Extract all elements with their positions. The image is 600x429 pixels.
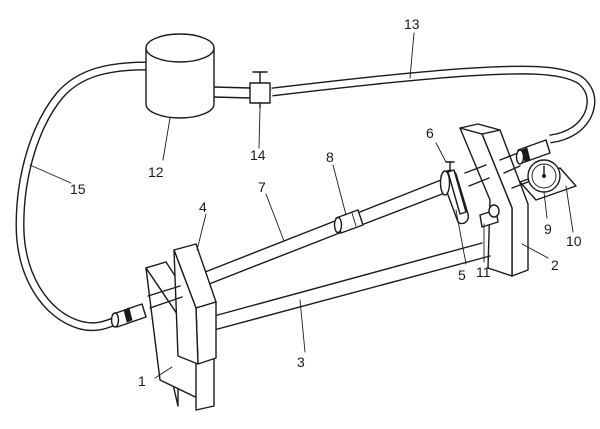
label-10: 10 — [566, 233, 582, 249]
hose-13 — [271, 65, 596, 144]
label-6: 6 — [426, 125, 434, 141]
label-2: 2 — [551, 257, 559, 273]
label-14: 14 — [250, 147, 266, 163]
left-fitting — [110, 285, 183, 328]
label-7: 7 — [258, 179, 266, 195]
reservoir-12 — [145, 33, 215, 119]
tube-7 — [199, 177, 451, 287]
label-15: 15 — [70, 181, 86, 197]
dial-gauge-9 — [511, 159, 577, 201]
label-12: 12 — [148, 164, 164, 180]
tube-segment-right — [464, 139, 551, 187]
label-1: 1 — [138, 373, 146, 389]
label-3: 3 — [297, 354, 305, 370]
right-support-plate-2 — [459, 123, 529, 277]
label-13: 13 — [404, 16, 420, 32]
left-end-block-4 — [173, 243, 217, 365]
label-5: 5 — [458, 267, 466, 283]
label-9: 9 — [544, 221, 552, 237]
rod-3 — [213, 204, 500, 331]
label-11: 11 — [476, 264, 491, 280]
reference-numerals: 1 2 3 4 5 6 7 8 9 10 11 12 13 14 15 — [70, 16, 582, 389]
leader-lines — [29, 32, 574, 379]
hose-15 — [15, 61, 147, 332]
slider-block-5 — [439, 161, 470, 225]
pipe-reservoir-to-valve — [213, 86, 251, 99]
valve-14 — [249, 71, 271, 109]
label-4: 4 — [199, 199, 207, 215]
label-8: 8 — [326, 149, 334, 165]
